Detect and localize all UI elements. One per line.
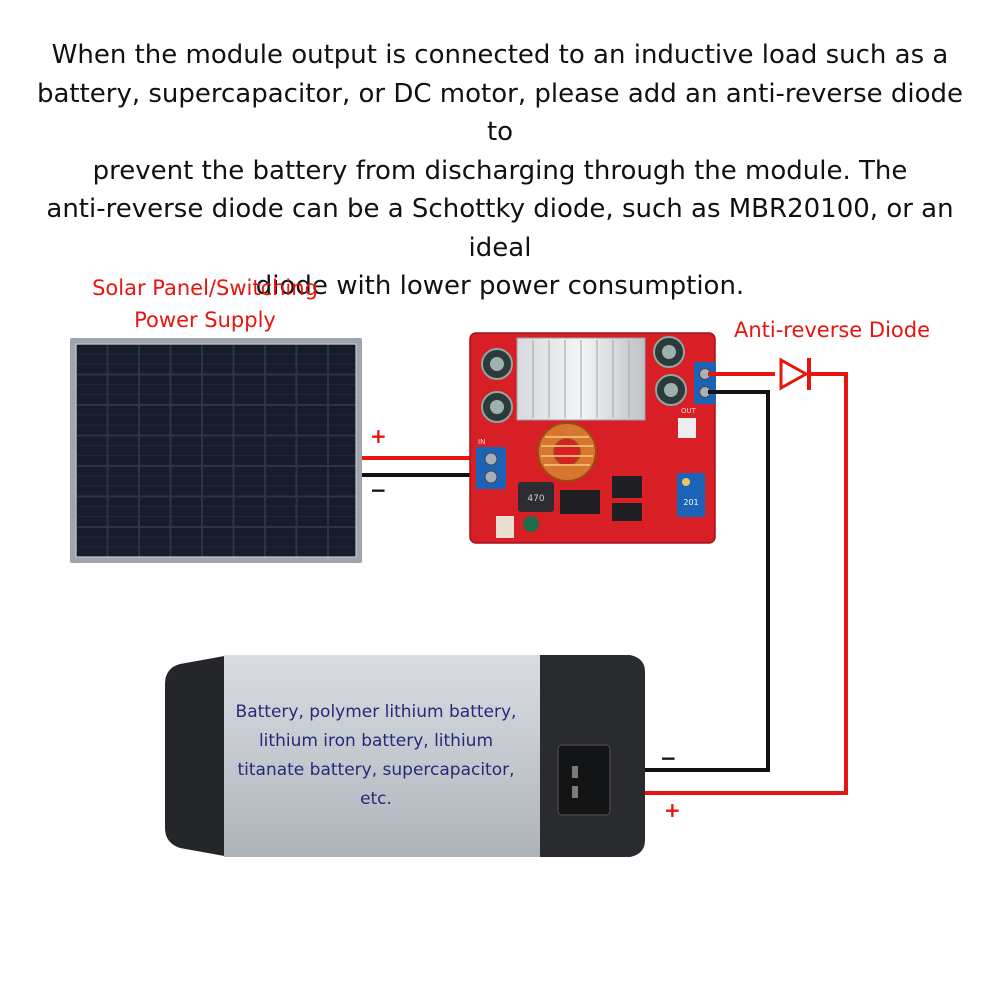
intro-line: battery, supercapacitor, or DC motor, pl… xyxy=(36,78,964,148)
ic-chip xyxy=(612,503,642,521)
solar-label-line: Solar Panel/Switching xyxy=(92,276,318,300)
led xyxy=(523,516,539,532)
smd-inductor xyxy=(518,482,554,512)
battery-label: Battery, polymer lithium battery, lithiu… xyxy=(232,698,520,814)
intro-line: When the module output is connected to a… xyxy=(51,40,949,70)
battery-label-line: Battery, polymer lithium battery, xyxy=(235,702,517,722)
solar-panel xyxy=(70,338,362,563)
intro-line: diode with lower power consumption. xyxy=(255,271,745,301)
positive-wire-to-battery xyxy=(600,372,848,795)
capacitor xyxy=(481,391,513,423)
capacitor xyxy=(655,374,687,406)
in-silkscreen: IN xyxy=(478,438,485,446)
solar-label-line: Power Supply xyxy=(134,308,276,332)
input-terminal-block xyxy=(476,447,506,489)
input-plus-sign: + xyxy=(370,424,387,448)
battery-label-line: etc. xyxy=(360,789,392,809)
input-minus-sign: − xyxy=(370,478,387,502)
solar-panel-label: Solar Panel/Switching Power Supply xyxy=(60,272,350,336)
out-silkscreen: OUT xyxy=(681,407,697,415)
diode-label: Anti-reverse Diode xyxy=(733,318,931,342)
battery-label-line: lithium iron battery, lithium xyxy=(258,731,494,751)
battery-socket xyxy=(557,744,611,816)
intro-line: prevent the battery from discharging thr… xyxy=(92,155,908,186)
output-terminal-block xyxy=(694,362,716,404)
pot-code: 201 xyxy=(683,498,698,507)
negative-wire-to-battery xyxy=(600,390,770,772)
connector xyxy=(496,516,514,538)
battery-shell xyxy=(224,655,546,857)
ic-chip xyxy=(560,490,600,514)
ic-chip xyxy=(612,476,642,498)
diode-triangle xyxy=(779,357,810,391)
solar-panel-cells xyxy=(76,344,356,557)
capacitor xyxy=(481,348,513,380)
battery-pack xyxy=(165,655,645,857)
inductor-code: 470 xyxy=(527,494,544,504)
battery-plus-sign: + xyxy=(664,798,681,822)
capacitor xyxy=(653,336,685,368)
battery-end-cap-left xyxy=(165,655,230,857)
resistor xyxy=(678,418,696,438)
intro-paragraph: When the module output is connected to a… xyxy=(20,36,980,306)
potentiometer: 201 xyxy=(677,473,705,517)
battery-label-line: titanate battery, supercapacitor, xyxy=(237,760,515,780)
battery-minus-sign: − xyxy=(660,746,677,770)
mppt-module: 470 201 OUT IN xyxy=(469,332,716,544)
toroid-inductor xyxy=(537,422,597,482)
intro-line: anti-reverse diode can be a Schottky dio… xyxy=(46,194,954,263)
anti-reverse-diode xyxy=(779,357,811,391)
